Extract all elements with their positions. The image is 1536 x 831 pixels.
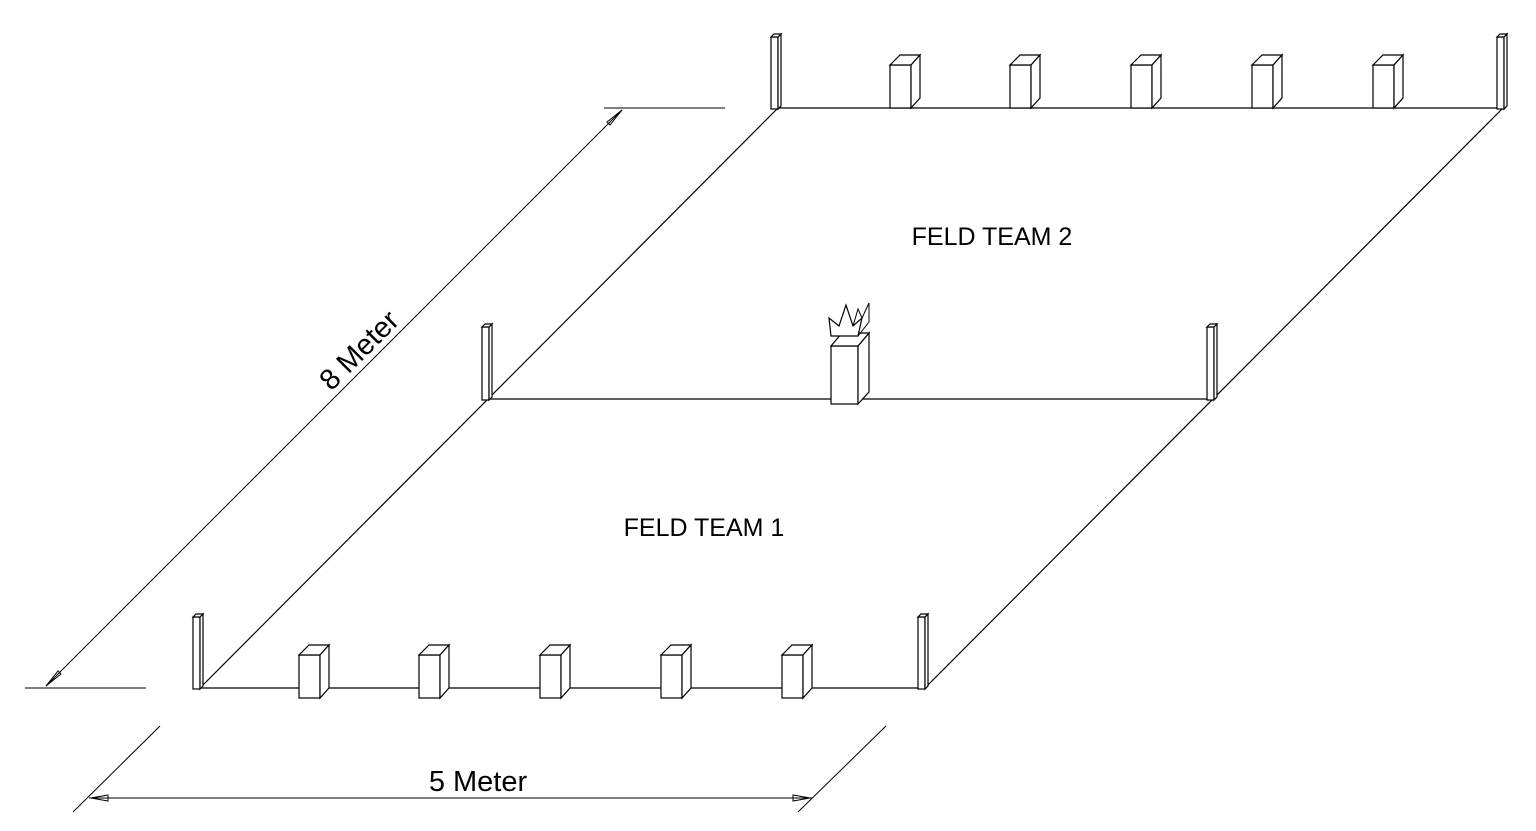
label-dimension-length: 8 Meter xyxy=(314,304,406,396)
kubb xyxy=(659,643,693,700)
kubb xyxy=(1371,53,1405,110)
label-field-team-2: FELD TEAM 2 xyxy=(912,223,1073,251)
corner-stakes xyxy=(191,32,1509,691)
kubb xyxy=(538,643,572,700)
label-field-team-1: FELD TEAM 1 xyxy=(624,514,785,542)
stake xyxy=(1205,322,1219,402)
stake xyxy=(191,612,205,691)
stake xyxy=(480,322,494,402)
stake xyxy=(769,32,783,111)
kubbs-team-1 xyxy=(297,643,814,700)
arrowhead xyxy=(792,794,811,802)
arrowhead xyxy=(90,794,109,802)
kubb xyxy=(780,643,814,700)
label-dimension-width: 5 Meter xyxy=(429,766,528,798)
dimension-length xyxy=(25,107,725,689)
kubb xyxy=(888,53,922,110)
stake xyxy=(916,612,930,691)
kubb xyxy=(1129,53,1163,110)
crown-icon xyxy=(828,303,863,337)
arrowhead xyxy=(45,670,62,687)
extension-line xyxy=(797,725,887,813)
dimension-width xyxy=(72,725,887,813)
kubb xyxy=(417,643,451,700)
kubb xyxy=(297,643,331,700)
stake xyxy=(1495,32,1509,111)
dimension-line xyxy=(45,109,623,687)
kubb xyxy=(1008,53,1042,110)
kubbs-team-2 xyxy=(888,53,1405,110)
king xyxy=(828,302,871,406)
extension-line xyxy=(72,725,161,813)
arrowhead xyxy=(606,109,623,126)
kubb xyxy=(1250,53,1284,110)
